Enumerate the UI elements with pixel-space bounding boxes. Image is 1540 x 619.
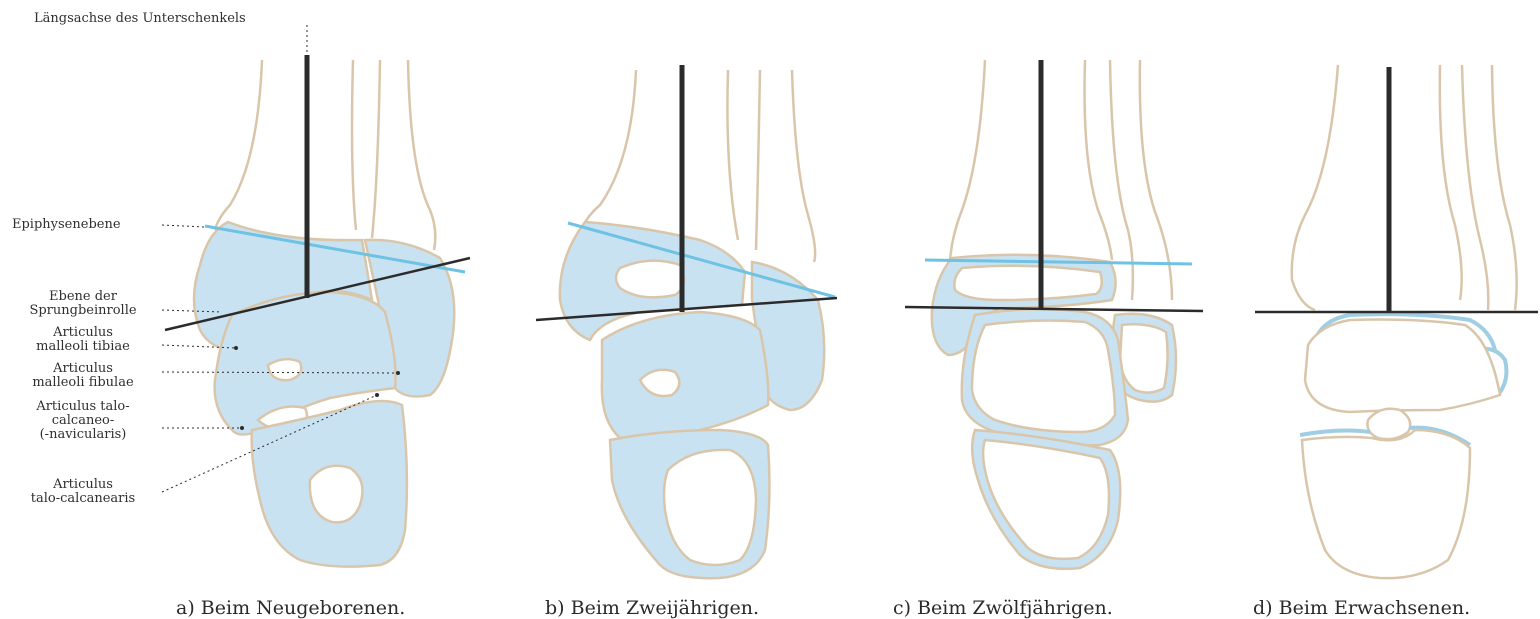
articulus-talocalcaneonavicularis-line: Articulus talo- [8,400,158,414]
talus [602,312,769,438]
articulus-malleoli-tibiae-label: Articulus malleoli tibiae [8,326,158,354]
articulus-talocalcaneonavicularis-line: (-navicularis) [8,428,158,442]
caption-panel-b: b) Beim Zweijährigen. [545,597,759,619]
tibia-shaft [1440,65,1462,300]
trochlea-plane-label-line: Ebene der [8,290,158,304]
fibula-shaft [1492,65,1517,310]
tibia-epiphysis-bone [954,266,1101,300]
calcaneus-bone [983,440,1109,559]
caption-panel-a: a) Beim Neugeborenen. [176,597,405,619]
fibula-shaft [1462,65,1488,310]
long-axis-label: Längsachse des Unterschenkels [34,12,246,26]
tibia-shaft [352,60,356,230]
panel-d-adult [1255,65,1538,578]
fibula-shaft [792,70,815,262]
tibia-shaft [582,70,636,228]
trochlea-plane-label-line: Sprungbeinrolle [8,304,158,318]
calcaneus-ossification-center [310,466,363,523]
talus-ossification-center [268,359,301,380]
trochlea-plane-label: Ebene der Sprungbeinrolle [8,290,158,318]
epiphysis-plane-label: Epiphysenebene [12,218,121,232]
articulus-talocalcanearis-label: Articulus talo-calcanearis [8,478,158,506]
fibula-shaft [372,60,380,238]
articulus-talocalcanearis-line: Articulus [8,478,158,492]
talus [1305,320,1500,412]
articulus-malleoli-fibulae-label: Articulus malleoli fibulae [8,362,158,390]
tibia-shaft [1292,65,1338,310]
articulus-talocalcaneonavicularis-label: Articulus talo- calcaneo- (-navicularis) [8,400,158,442]
panel-b-two-year-old [536,65,837,578]
panel-a-newborn [165,25,470,567]
calcaneus-ossification [664,450,756,565]
tibia-shaft [215,60,262,230]
navicular [1367,409,1410,439]
articulus-malleoli-fibulae-line: Articulus [8,362,158,376]
articulus-malleoli-fibulae-line: malleoli fibulae [8,376,158,390]
fibula-shaft [408,60,435,250]
calcaneus [1302,430,1470,578]
tibia-shaft [1085,60,1112,260]
caption-panel-c: c) Beim Zwölfjährigen. [893,597,1113,619]
tibia-shaft [727,70,738,240]
tibia-ossification [616,261,684,298]
articulus-talocalcaneonavicularis-line: calcaneo- [8,414,158,428]
articulus-malleoli-tibiae-line: Articulus [8,326,158,340]
fibula-shaft [756,70,760,250]
panel-c-twelve-year-old [905,60,1203,569]
tibia-shaft [950,60,985,260]
caption-panel-d: d) Beim Erwachsenen. [1253,597,1470,619]
talus-bone [972,321,1115,432]
articulus-talocalcanearis-line: talo-calcanearis [8,492,158,506]
fibula-epiphysis-bone [1120,324,1168,392]
articulus-malleoli-tibiae-line: malleoli tibiae [8,340,158,354]
